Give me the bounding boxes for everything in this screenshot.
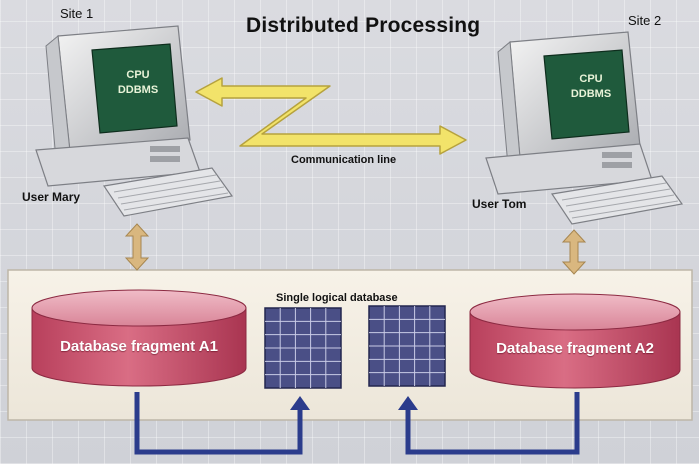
user-tom-label: User Tom [472, 197, 527, 211]
communication-line-label: Communication line [291, 154, 397, 166]
communication-arrow-icon [195, 77, 467, 155]
site-1-ddbms-label: DDBMS [117, 84, 159, 96]
fragment-a1-label: Database fragment A1 [60, 338, 218, 355]
user-mary-label: User Mary [22, 190, 81, 204]
computer-site-1-icon [35, 25, 234, 217]
site-2-label: Site 2 [628, 13, 662, 28]
logical-table-left-icon [264, 307, 342, 389]
database-fragment-a1-cylinder-icon [31, 289, 247, 387]
site-1-screen-text: CPU DDBMS [112, 68, 164, 98]
database-fragment-a2-cylinder-icon [469, 293, 681, 389]
fragment-a1-connector-arrow-icon [134, 392, 310, 455]
single-logical-database-label: Single logical database [276, 292, 398, 304]
site-2-ddbms-label: DDBMS [570, 88, 612, 100]
site-1-cpu-label: CPU [126, 69, 150, 81]
fragment-a2-label: Database fragment A2 [496, 340, 654, 357]
site-2-cpu-label: CPU [579, 73, 603, 85]
logical-table-right-icon [368, 305, 446, 387]
fragment-a2-connector-arrow-icon [398, 392, 580, 455]
user-database-arrow-left-icon [124, 223, 150, 271]
diagram-title: Distributed Processing [246, 14, 481, 37]
user-database-arrow-right-icon [561, 229, 587, 275]
computer-site-2-icon [485, 31, 684, 225]
site-2-screen-text: CPU DDBMS [565, 72, 617, 102]
site-1-label: Site 1 [60, 6, 94, 21]
